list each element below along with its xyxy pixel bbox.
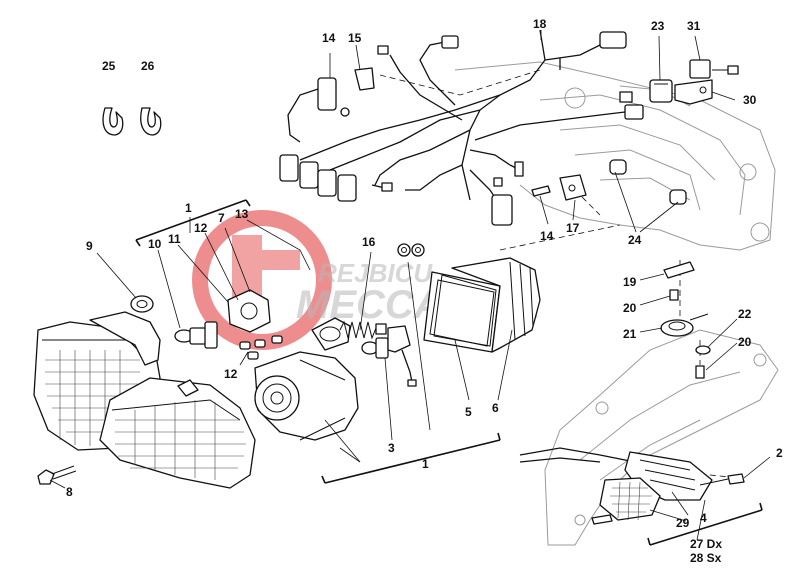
lens-frame-5 (423, 271, 501, 353)
callout-11: 11 (168, 232, 181, 246)
cable-clamp-17 (559, 174, 587, 201)
callout-6: 6 (492, 401, 499, 415)
callout-12-bottom: 12 (224, 367, 238, 381)
callout-15: 15 (348, 31, 362, 45)
callout-16: 16 (362, 235, 376, 249)
callout-23: 23 (651, 19, 665, 33)
pilot-bulbs-12 (239, 335, 283, 360)
callout-1-top: 1 (185, 201, 192, 215)
leader-lines (49, 30, 771, 541)
cable-tie-25 (102, 107, 124, 136)
callout-27: 27 Dx (690, 537, 722, 551)
bulb-holder-3 (361, 325, 417, 387)
group-brackets (135, 199, 763, 546)
watermark-line1: REJBICU (318, 258, 433, 288)
callout-13: 13 (235, 207, 249, 221)
callout-21: 21 (623, 327, 637, 341)
callout-20-mid: 20 (623, 301, 637, 315)
callout-2: 2 (776, 446, 783, 460)
frame-subframe (454, 61, 776, 251)
wiring-harness-18 (279, 29, 644, 226)
headlight-right-housing (99, 377, 256, 489)
rubber-caps (397, 243, 425, 257)
callout-7: 7 (218, 211, 225, 225)
callout-25: 25 (102, 59, 116, 73)
callout-18: 18 (533, 17, 547, 31)
callout-19: 19 (623, 275, 637, 289)
relay-31 (689, 59, 739, 79)
relay-bracket-30 (674, 79, 713, 105)
callout-labels: 1 1 2 3 4 5 6 7 8 9 10 11 12 12 13 14 14… (66, 17, 783, 565)
rubber-mounts-24 (609, 159, 687, 205)
callout-9: 9 (86, 239, 93, 253)
callout-10: 10 (148, 237, 162, 251)
callout-22: 22 (738, 307, 752, 321)
callout-8: 8 (66, 485, 73, 499)
cable-tie-26 (140, 107, 162, 136)
washer-22 (695, 345, 711, 355)
rubber-ring-9 (130, 295, 154, 313)
screw-8 (37, 465, 77, 485)
connector-14-15 (287, 67, 375, 143)
screw-14 (531, 185, 551, 197)
callout-14-mid: 14 (540, 229, 554, 243)
callout-20-right: 20 (738, 335, 752, 349)
fairing-support (544, 329, 779, 546)
bulb-socket-11 (227, 289, 271, 333)
callout-17: 17 (566, 221, 580, 235)
bulb-10 (174, 321, 218, 349)
callout-24: 24 (628, 233, 642, 247)
callout-3: 3 (388, 441, 395, 455)
projector-unit (254, 317, 359, 441)
callout-28: 28 Sx (690, 551, 722, 565)
callout-14-top: 14 (322, 31, 336, 45)
callout-31: 31 (687, 19, 701, 33)
callout-5: 5 (465, 405, 472, 419)
callout-29: 29 (676, 516, 690, 530)
bellows-seal-6 (433, 257, 541, 353)
callout-1-bottom: 1 (422, 457, 429, 471)
screw-20-right (695, 365, 705, 379)
turn-indicator-assembly (519, 447, 745, 525)
bracket-19 (663, 261, 695, 279)
callout-26: 26 (141, 59, 155, 73)
screw-20-mid (669, 289, 679, 301)
relay-23 (649, 79, 673, 103)
callout-30: 30 (743, 93, 757, 107)
callout-4: 4 (700, 511, 707, 525)
adjuster-spring-16 (339, 320, 387, 340)
horn-21 (660, 313, 709, 337)
callout-12-top: 12 (194, 221, 208, 235)
